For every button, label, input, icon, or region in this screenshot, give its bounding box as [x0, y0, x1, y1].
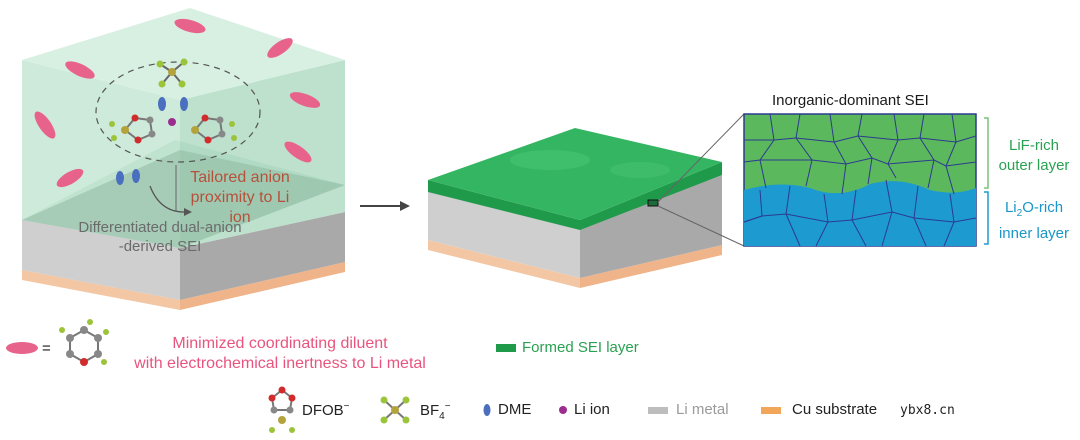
formed-sei-swatch	[496, 344, 516, 352]
cu-substrate-2	[428, 240, 580, 288]
inner-layer-label: Li2O-rich inner layer	[994, 198, 1074, 244]
dme-molecules	[116, 97, 188, 185]
curved-arrow	[149, 185, 185, 213]
outer-line1: LiF-rich	[1008, 137, 1059, 154]
diluent-ellipse	[65, 61, 95, 79]
outer-layer-label: LiF-rich outer layer	[994, 136, 1074, 176]
electrolyte-top	[22, 8, 345, 100]
cu-substrate-right	[180, 262, 345, 310]
inner-line2: inner layer	[998, 225, 1070, 242]
li-metal-left-face	[22, 220, 180, 300]
outer-layer-bracket	[984, 117, 989, 189]
inner-line1: Li2O-rich	[1004, 199, 1064, 219]
li-metal-2-left	[428, 190, 580, 278]
legend-li-metal: Li metal	[676, 401, 729, 418]
dfob-legend-icon	[268, 386, 296, 433]
li-metal-right-face	[180, 212, 345, 300]
diluent-line1: Minimized coordinating diluent	[172, 335, 388, 352]
li-metal-legend-swatch	[648, 407, 668, 414]
diluent-description: Minimized coordinating diluent with elec…	[110, 334, 450, 374]
legend-dfob: DFOB−	[302, 401, 350, 419]
sei-layer-2-top	[428, 128, 722, 220]
li-ion-marker	[168, 118, 176, 126]
bf4-molecule	[156, 58, 188, 88]
anion-proximity-label: Tailored anion proximity to Li ion	[180, 168, 300, 228]
li-ion-legend-icon	[559, 406, 567, 414]
sei-derived-label: Differentiated dual-anion -derived SEI	[60, 218, 260, 256]
anion-label-line2: proximity to Li ion	[190, 189, 290, 226]
cu-substrate-left	[22, 270, 180, 310]
diluent-ellipse	[267, 38, 293, 58]
sei-label-line2: -derived SEI	[118, 238, 202, 255]
legend-cu-substrate: Cu substrate	[792, 401, 878, 418]
panel3-title: Inorganic-dominant SEI	[772, 92, 929, 109]
inner-layer-bracket	[984, 191, 989, 245]
watermark: ybx8.cn	[900, 403, 955, 418]
sei-inner-plane	[22, 150, 345, 248]
anion-label-line1: Tailored anion	[190, 169, 290, 186]
li-metal-2-right	[580, 175, 722, 278]
legend-bf4: BF4−	[420, 401, 451, 422]
dme-legend-icon	[483, 404, 491, 416]
diluent-structure	[59, 319, 109, 366]
solvation-cluster-outline	[95, 61, 261, 163]
legend-dme: DME	[498, 401, 532, 418]
diluent-ellipse	[34, 111, 56, 139]
equals-sign: =	[42, 340, 51, 357]
diluent-ellipse	[174, 18, 206, 34]
diluent-line2: with electrochemical inertness to Li met…	[134, 355, 426, 372]
diluent-ellipse	[289, 92, 321, 108]
outer-line2: outer layer	[998, 157, 1070, 174]
bf4-legend-icon	[380, 396, 410, 424]
diluent-molecules	[34, 18, 321, 188]
diluent-legend-ellipse	[6, 342, 38, 354]
legend-li-ion: Li ion	[574, 401, 610, 418]
formed-sei-label: Formed SEI layer	[522, 339, 639, 356]
sei-label-line1: Differentiated dual-anion	[78, 219, 242, 236]
zoom-marker	[647, 199, 659, 207]
dfob-molecules	[109, 114, 237, 144]
sei-grain-structure	[743, 113, 977, 247]
diluent-ellipse	[56, 168, 84, 188]
diluent-ellipse	[284, 141, 312, 163]
cu-legend-swatch	[761, 407, 781, 414]
